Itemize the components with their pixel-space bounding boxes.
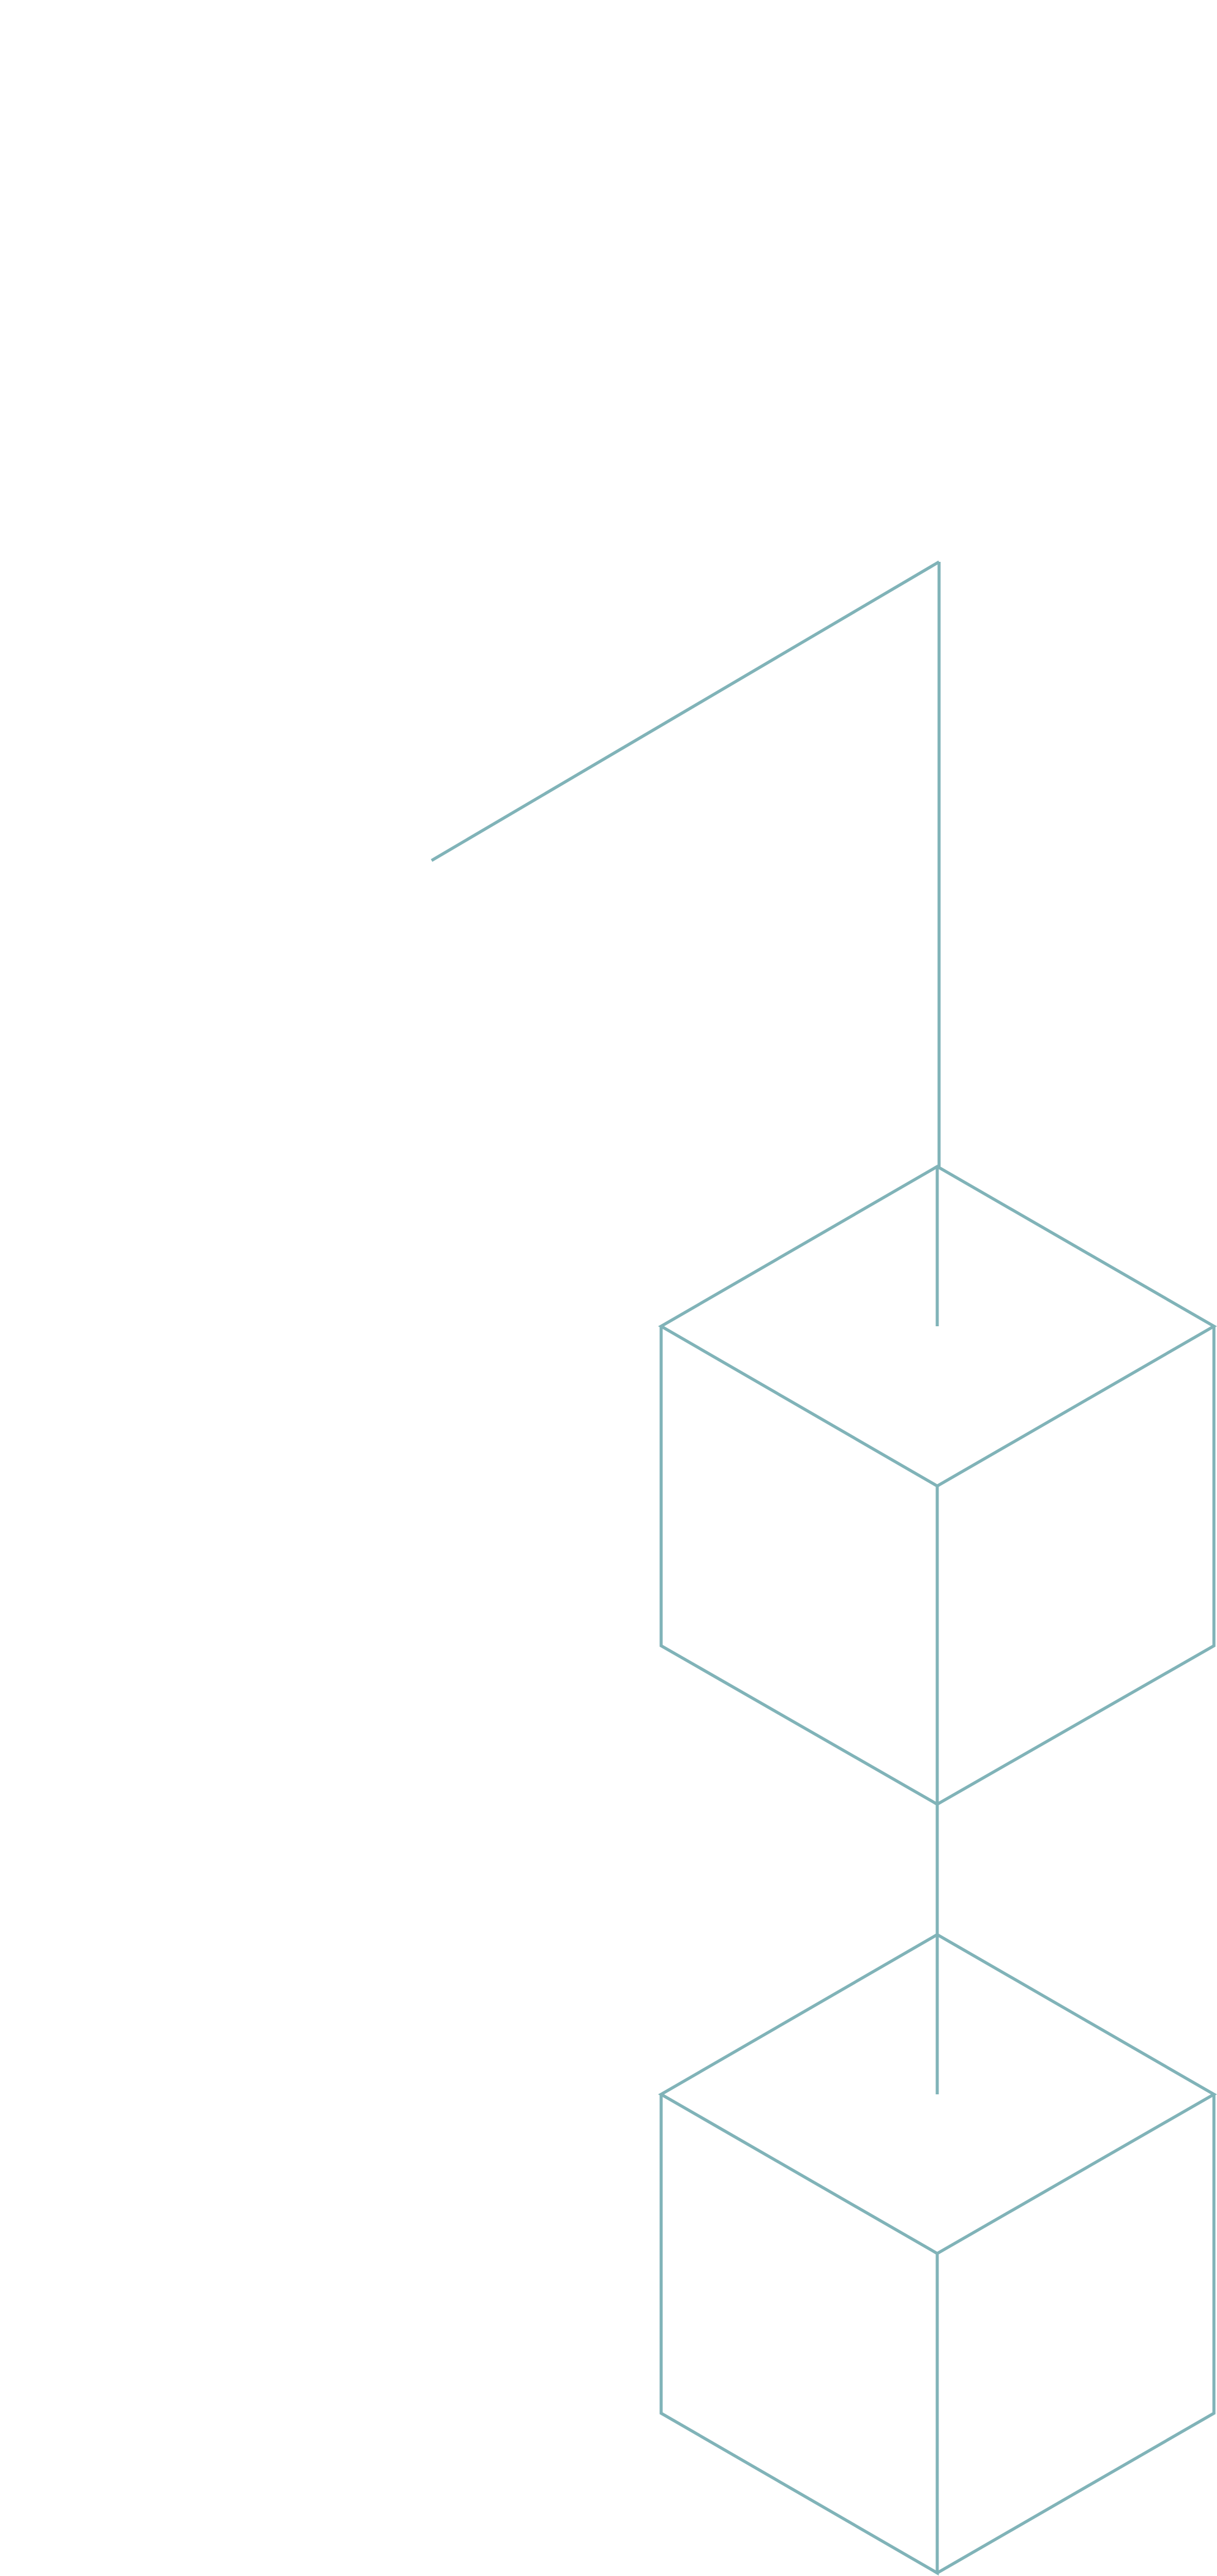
connector-line	[430, 560, 941, 1167]
cube-right-face	[936, 1326, 1216, 1806]
cube-left-face	[659, 1326, 939, 1807]
cube-left-face	[659, 2094, 939, 2576]
cube-top	[658, 1165, 1217, 1807]
cube-bottom	[658, 1933, 1217, 2576]
diagonal-line	[430, 560, 940, 862]
cube-right-face	[936, 2094, 1216, 2575]
